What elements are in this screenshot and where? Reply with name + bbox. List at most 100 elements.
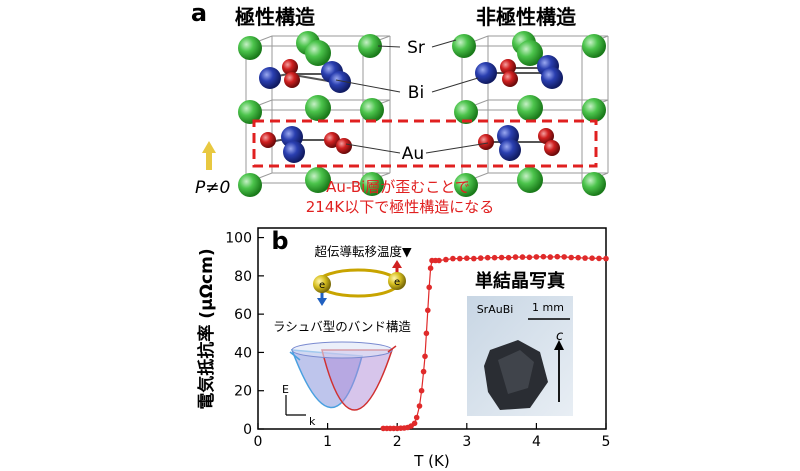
data-point (464, 255, 470, 261)
data-point (505, 254, 512, 261)
data-point (519, 254, 526, 260)
sr-atom (454, 173, 478, 197)
momentum-axis-label: k (309, 415, 316, 428)
rashba-band-diagram: E k (282, 341, 397, 428)
rashba-title: ラシュバ型のバンド構造 (273, 319, 411, 334)
caption-line-2: 214K以下で極性構造になる (306, 198, 494, 216)
sr-atom (582, 172, 606, 196)
data-point (526, 254, 533, 261)
y-tick-label: 80 (234, 269, 252, 285)
data-point (471, 255, 477, 262)
data-point (416, 403, 423, 409)
y-tick-label: 0 (243, 422, 252, 438)
au-atom (500, 59, 516, 75)
photo-sample-label: SrAuBi (477, 303, 514, 316)
x-tick-label: 1 (323, 434, 332, 450)
au-atom (502, 71, 518, 87)
au-atom (260, 132, 276, 148)
axis-ticks: 0 1 2 3 4 5 0 20 40 60 80 100 (225, 231, 610, 450)
sr-atom (452, 34, 476, 58)
nonpolar-unit-cell-frame (461, 35, 609, 184)
bi-label: Bi (408, 83, 424, 103)
y-axis-title: 電気抵抗率 (μΩcm) (196, 248, 217, 409)
polarization-arrow (202, 141, 216, 170)
band-top-ring (291, 341, 393, 359)
au-atom (478, 134, 494, 150)
data-point (477, 255, 484, 261)
sr-label: Sr (407, 38, 425, 58)
bi-atom (541, 67, 563, 89)
data-point (575, 254, 581, 261)
data-point (411, 420, 418, 427)
data-point (561, 254, 567, 260)
data-point (554, 253, 561, 260)
polar-structure-atoms (238, 31, 384, 197)
bi-atom (499, 139, 521, 161)
sr-atom (238, 36, 262, 60)
electron-right-symbol: e (394, 277, 400, 288)
bi-atom (283, 141, 305, 163)
x-tick-label: 3 (462, 434, 471, 450)
bi-atom (259, 67, 281, 89)
data-point (457, 255, 463, 262)
sr-atom (358, 34, 382, 58)
caption-line-1: Au-Bi層が歪むことで (326, 178, 470, 196)
data-point (498, 254, 505, 261)
y-tick-label: 60 (234, 307, 252, 323)
y-tick-label: 100 (225, 231, 252, 247)
data-point (418, 387, 425, 394)
bi-atom (329, 71, 351, 93)
x-tick-label: 2 (393, 434, 402, 450)
photo-c-axis-label: c (556, 329, 563, 344)
sr-atom (517, 167, 543, 193)
x-tick-label: 5 (602, 434, 611, 450)
sr-atom (454, 100, 478, 124)
data-point (426, 284, 433, 291)
y-tick-label: 20 (234, 384, 252, 400)
data-point (450, 255, 456, 262)
data-point (589, 255, 595, 261)
spin-arrow-left (289, 351, 301, 361)
data-point (540, 253, 547, 260)
panel-a: a 極性構造 非極性構造 (191, 0, 609, 216)
x-axis-title: T (K) (413, 452, 449, 470)
energy-axis-label: E (282, 383, 289, 396)
data-point (420, 368, 427, 375)
atom-label-leaders (335, 39, 489, 154)
electron-left-symbol: e (319, 280, 325, 291)
au-atom (324, 132, 340, 148)
data-point (423, 330, 430, 337)
au-atom (544, 140, 560, 156)
sr-atom (305, 167, 331, 193)
sr-atom (360, 172, 384, 196)
panel-b-label: b (271, 227, 288, 255)
polarization-label: P≠0 (195, 178, 230, 198)
x-tick-label: 4 (532, 434, 541, 450)
data-point (422, 353, 428, 360)
sr-atom (582, 98, 606, 122)
electron-left (313, 275, 331, 293)
data-point (568, 254, 574, 261)
bi-atom (475, 62, 497, 84)
sr-atom (305, 40, 331, 66)
x-tick-label: 0 (254, 434, 263, 450)
crystal-photo-title: 単結晶写真 (475, 270, 565, 292)
sr-atom (238, 100, 262, 124)
au-atom (282, 59, 298, 75)
nonpolar-structure-atoms (452, 31, 606, 197)
data-point (603, 255, 609, 262)
au-atom (538, 128, 554, 144)
resistivity-data-series (380, 253, 609, 432)
panel-a-label: a (191, 0, 207, 27)
data-point (582, 255, 588, 261)
data-point (436, 257, 442, 264)
data-point (491, 254, 498, 261)
data-point (425, 307, 431, 314)
data-point (533, 254, 540, 260)
data-point (596, 255, 602, 262)
plot-frame (257, 227, 607, 430)
data-point (443, 256, 449, 263)
y-tick-label: 40 (234, 345, 252, 361)
sr-atom (517, 95, 543, 121)
